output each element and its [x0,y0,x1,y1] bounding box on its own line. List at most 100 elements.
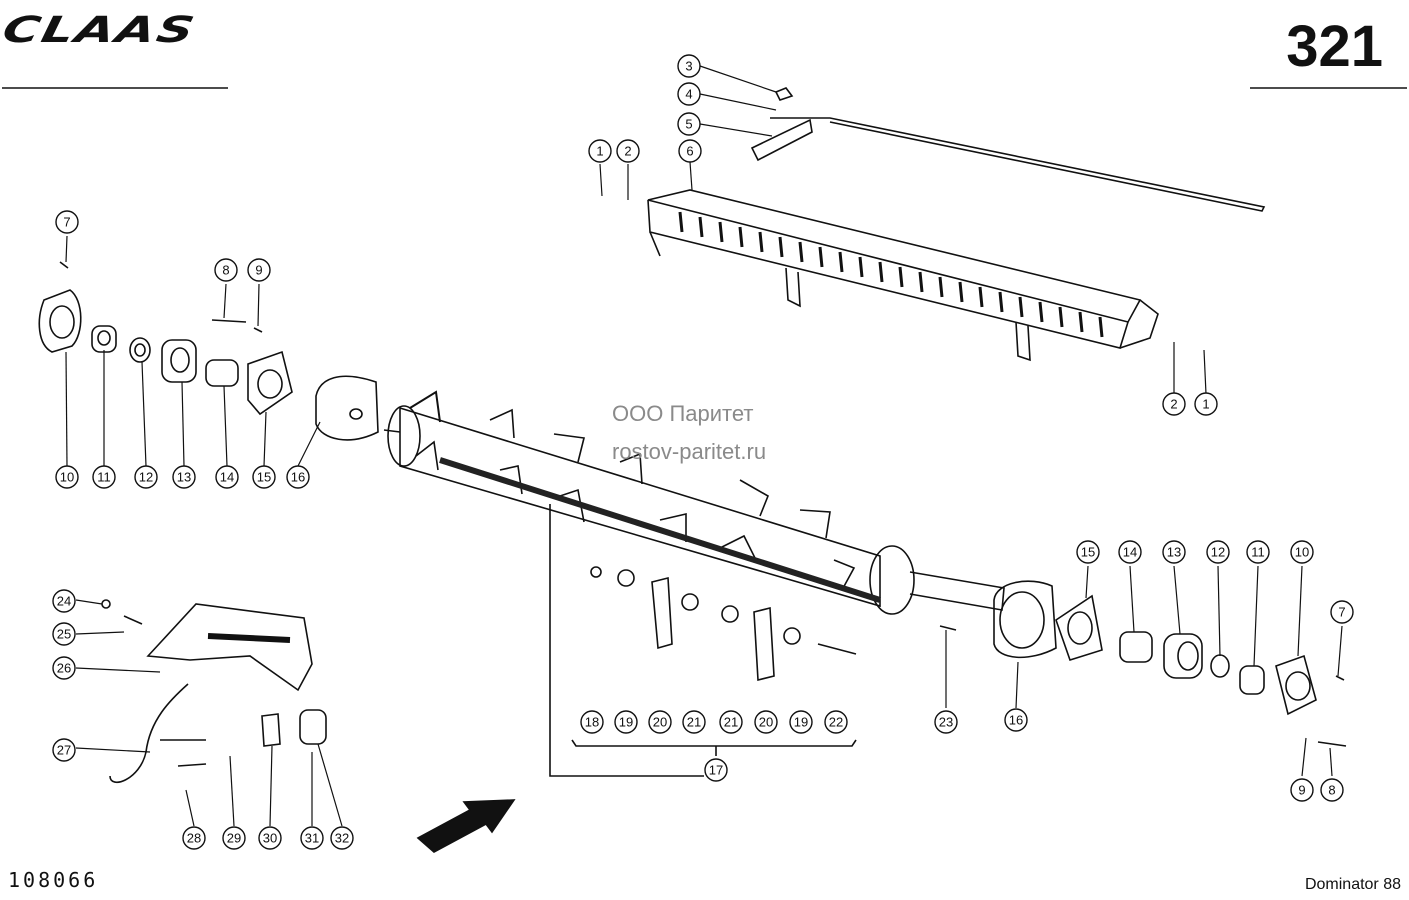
callout-number: 14 [220,470,234,485]
callout-21-a: 21 [682,710,706,734]
callout-circle [934,710,958,734]
callout-16-left: 16 [286,465,310,489]
callout-circle [172,465,196,489]
callout-circle [214,258,238,282]
watermark-website: rostov-paritet.ru [612,439,767,464]
callout-number: 14 [1123,545,1137,560]
callout-circle [134,465,158,489]
callout-number: 7 [63,215,70,230]
callout-number: 24 [57,594,71,609]
callout-10-left: 10 [55,465,79,489]
callout-27: 27 [52,738,76,762]
callout-number: 13 [177,470,191,485]
callout-number: 1 [1202,397,1209,412]
callout-4: 4 [677,82,701,106]
right-bearing-assembly [939,580,1347,747]
callout-number: 29 [227,831,241,846]
callout-13-left: 13 [172,465,196,489]
callout-number: 20 [653,715,667,730]
callout-circle [286,465,310,489]
callout-number: 25 [57,627,71,642]
callout-circle [719,710,743,734]
callout-circle [1330,600,1354,624]
callout-16-right: 16 [1004,708,1028,732]
callout-circle [252,465,276,489]
callout-circle [300,826,324,850]
callout-7-right: 7 [1330,600,1354,624]
callout-number: 5 [685,117,692,132]
callout-circle [52,622,76,646]
callout-number: 10 [1295,545,1309,560]
callout-circle [1290,778,1314,802]
callout-number: 22 [829,715,843,730]
callout-number: 1 [596,144,603,159]
callout-20-a: 20 [648,710,672,734]
callout-number: 27 [57,743,71,758]
callout-9-left: 9 [247,258,271,282]
callout-circle [1076,540,1100,564]
callout-7-left: 7 [55,210,79,234]
left-bearing-assembly [38,261,379,441]
callout-number: 12 [1211,545,1225,560]
callout-number: 23 [939,715,953,730]
callout-circle [258,826,282,850]
callout-12-right: 12 [1206,540,1230,564]
callout-number: 8 [222,263,229,278]
callout-number: 2 [624,144,631,159]
callout-18: 18 [580,710,604,734]
callout-circle [182,826,206,850]
leader-lines [65,65,1343,827]
callout-circle [614,710,638,734]
callout-circle [588,139,612,163]
callout-number: 10 [60,470,74,485]
callout-circle [247,258,271,282]
callout-6: 6 [678,139,702,163]
callout-circle [580,710,604,734]
callout-number: 15 [1081,545,1095,560]
callout-11-left: 11 [92,465,116,489]
callout-circle [824,710,848,734]
callout-15-left: 15 [252,465,276,489]
callout-number: 19 [619,715,633,730]
callout-number: 7 [1338,605,1345,620]
callout-29: 29 [222,826,246,850]
callout-number: 32 [335,831,349,846]
callout-19-b: 19 [789,710,813,734]
callout-circle [55,210,79,234]
callout-1-right: 1 [1194,392,1218,416]
callout-number: 12 [139,470,153,485]
callout-32: 32 [330,826,354,850]
callout-circle [1246,540,1270,564]
callout-number: 15 [257,470,271,485]
callout-number: 9 [1298,783,1305,798]
callout-circle [1194,392,1218,416]
callout-number: 21 [687,715,701,730]
callout-circle [222,826,246,850]
callout-number: 13 [1167,545,1181,560]
callout-circle [52,589,76,613]
callout-circle [1206,540,1230,564]
callout-number: 21 [724,715,738,730]
callout-21-b: 21 [719,710,743,734]
callout-number: 11 [97,470,111,485]
callout-9-right: 9 [1290,778,1314,802]
callout-circle [52,738,76,762]
callout-19-a: 19 [614,710,638,734]
callout-17: 17 [704,758,728,782]
callout-25: 25 [52,622,76,646]
sensor-assembly [101,599,327,784]
callout-circle [1162,540,1186,564]
callout-circle [678,139,702,163]
callout-1-top: 1 [588,139,612,163]
callout-circle [1162,392,1186,416]
callout-circle [677,54,701,78]
callout-circle [616,139,640,163]
callout-14-left: 14 [215,465,239,489]
callout-30: 30 [258,826,282,850]
callout-20-b: 20 [754,710,778,734]
callout-number: 20 [759,715,773,730]
callout-number: 26 [57,661,71,676]
callout-number: 19 [794,715,808,730]
watermark-company: ООО Паритет [612,401,754,426]
